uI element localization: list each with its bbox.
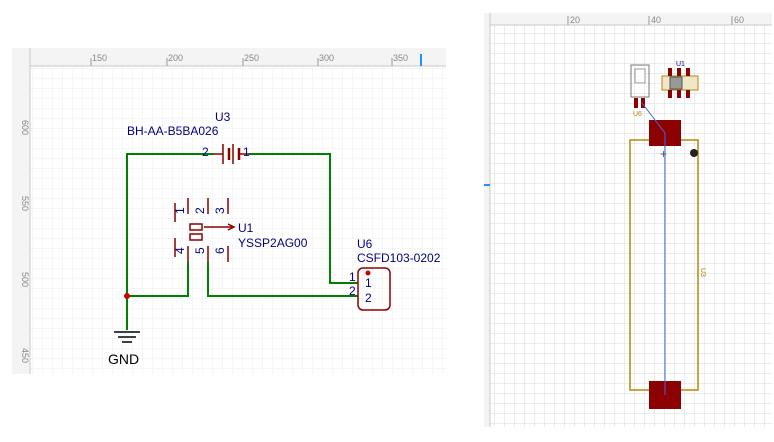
pcb-u6-label: U6 bbox=[633, 111, 642, 118]
pcb-plus-mark: + bbox=[660, 147, 667, 161]
wire bbox=[248, 153, 358, 284]
ground-symbol[interactable]: GND bbox=[108, 331, 140, 367]
junction-dot bbox=[124, 293, 130, 299]
ruler-label: 300 bbox=[319, 53, 334, 63]
ruler-label: 200 bbox=[168, 53, 183, 63]
ruler-label: 40 bbox=[651, 15, 661, 25]
motor-pin-outer-1: 1 bbox=[349, 270, 356, 284]
ruler-label: 250 bbox=[244, 53, 259, 63]
motor-pin-inner-1: 1 bbox=[365, 276, 372, 290]
ruler-label: 600 bbox=[20, 120, 30, 135]
pcb-ratsnest bbox=[641, 102, 666, 395]
pcb-u6-footprint[interactable]: U6 bbox=[630, 64, 650, 118]
switch-pin-1: 1 bbox=[173, 207, 187, 214]
switch-symbol[interactable]: 1 2 3 4 5 6 U1 YSSP2AG00 bbox=[173, 198, 308, 262]
switch-pin-3: 3 bbox=[213, 207, 227, 214]
battery-ref: U3 bbox=[215, 110, 231, 124]
battery-pin-2: 2 bbox=[202, 145, 209, 159]
motor-pin-inner-2: 2 bbox=[365, 291, 372, 305]
ruler-label: 350 bbox=[393, 53, 408, 63]
ruler-label: 450 bbox=[20, 348, 30, 363]
battery-part: BH-AA-B5BA026 bbox=[127, 124, 219, 138]
wire bbox=[126, 153, 214, 296]
schematic-ruler-left: 600 550 500 450 bbox=[12, 48, 31, 374]
schematic-svg: 150 200 250 300 350 600 550 500 450 bbox=[12, 48, 446, 374]
battery-pin-1: 1 bbox=[243, 145, 250, 159]
pcb-ruler-top: 20 40 60 bbox=[484, 13, 772, 26]
pcb-u1-footprint[interactable]: U1 bbox=[661, 61, 699, 98]
schematic-canvas[interactable]: 150 200 250 300 350 600 550 500 450 bbox=[12, 48, 446, 374]
pcb-canvas[interactable]: 20 40 60 U6 U1 bbox=[484, 13, 772, 427]
pcb-ruler-left bbox=[484, 13, 491, 427]
ground-label: GND bbox=[108, 351, 139, 367]
schematic-grid bbox=[12, 48, 446, 374]
switch-part: YSSP2AG00 bbox=[238, 236, 308, 250]
switch-pin-2: 2 bbox=[193, 207, 207, 214]
switch-pin-5: 5 bbox=[193, 247, 207, 254]
ruler-label: 550 bbox=[20, 196, 30, 211]
ruler-label: 20 bbox=[570, 15, 580, 25]
schematic-ruler-top: 150 200 250 300 350 bbox=[12, 48, 446, 67]
ruler-label: 60 bbox=[734, 15, 744, 25]
ruler-label: 150 bbox=[92, 53, 107, 63]
switch-pin-6: 6 bbox=[213, 247, 227, 254]
wires bbox=[126, 153, 358, 330]
pcb-svg: 20 40 60 U6 U1 bbox=[484, 13, 772, 427]
motor-ref: U6 bbox=[357, 237, 373, 251]
pcb-u3-label: U3 bbox=[699, 268, 706, 277]
wire bbox=[207, 262, 358, 297]
pcb-via bbox=[690, 149, 698, 157]
ruler-label: 500 bbox=[20, 272, 30, 287]
motor-part: CSFD103-0202 bbox=[357, 251, 441, 265]
battery-symbol[interactable]: U3 BH-AA-B5BA026 2 1 bbox=[127, 110, 250, 164]
switch-pin-4: 4 bbox=[173, 247, 187, 254]
wire bbox=[127, 262, 189, 297]
switch-ref: U1 bbox=[238, 221, 254, 235]
pcb-grid bbox=[484, 13, 772, 427]
motor-symbol[interactable]: U6 CSFD103-0202 1 2 1 2 bbox=[349, 237, 441, 311]
motor-pin-outer-2: 2 bbox=[349, 284, 356, 298]
pcb-u1-label: U1 bbox=[676, 61, 685, 68]
